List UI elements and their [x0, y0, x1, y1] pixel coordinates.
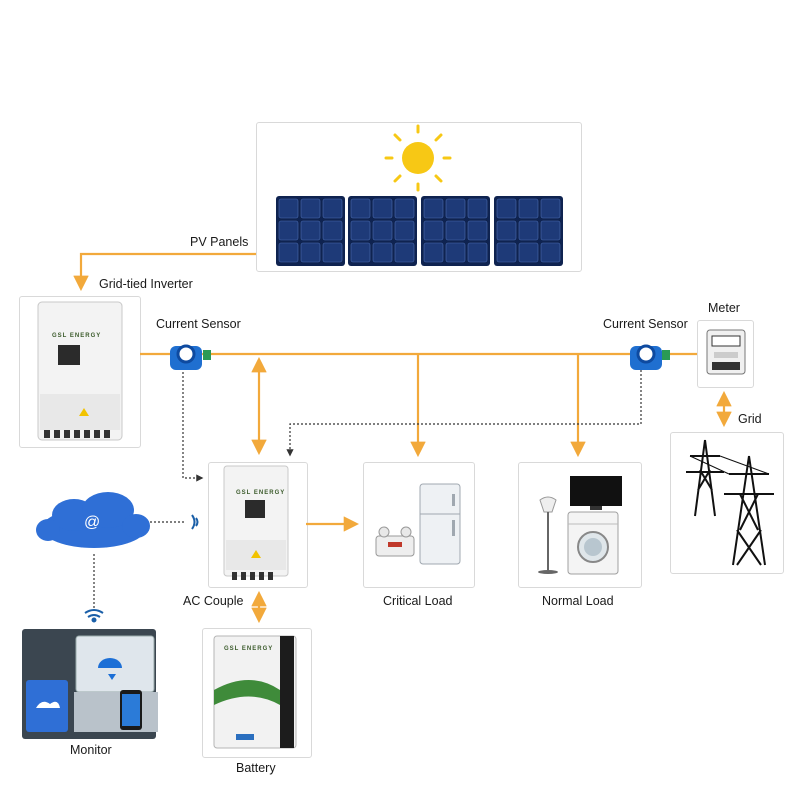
solar-panel-icon	[276, 196, 563, 266]
wifi-icon	[84, 609, 104, 623]
washing-machine-icon	[567, 511, 619, 575]
solar-cell	[445, 220, 466, 241]
solar-cell	[496, 220, 517, 241]
inverter-icon	[223, 465, 289, 580]
solar-cell	[322, 198, 343, 219]
solar-cell	[372, 242, 393, 263]
current-sensor-icon	[170, 344, 211, 370]
current-sensor-icon	[630, 344, 670, 370]
transmission-tower-icon	[686, 439, 774, 566]
solar-cell	[350, 242, 371, 263]
sun-icon	[384, 124, 452, 192]
monitor-label: Monitor	[70, 743, 112, 757]
meter-icon	[706, 329, 746, 375]
solar-cell	[467, 198, 488, 219]
current-sensor-left-label: Current Sensor	[156, 317, 241, 331]
meter-label: Meter	[708, 301, 740, 315]
solar-cell	[496, 198, 517, 219]
emergency-light-icon	[375, 526, 415, 557]
solar-cell	[540, 242, 561, 263]
tv-icon	[570, 476, 622, 510]
solar-cell	[445, 198, 466, 219]
solar-cell	[467, 242, 488, 263]
wifi-icon	[191, 514, 199, 530]
solar-cell	[423, 220, 444, 241]
solar-cell	[278, 242, 299, 263]
solar-cell	[394, 242, 415, 263]
ac-couple-brand: GSL ENERGY	[236, 490, 286, 496]
solar-cell	[394, 198, 415, 219]
grid-frame	[670, 432, 784, 574]
solar-cell	[496, 242, 517, 263]
solar-cell	[423, 242, 444, 263]
solar-cell	[372, 220, 393, 241]
tablet-icon	[26, 680, 68, 732]
solar-cell	[372, 198, 393, 219]
solar-cell	[467, 220, 488, 241]
grid-label: Grid	[738, 412, 762, 426]
pv-panels-label: PV Panels	[190, 235, 249, 249]
solar-cell	[350, 198, 371, 219]
solar-cell	[540, 198, 561, 219]
solar-cell	[322, 220, 343, 241]
solar-cell	[518, 198, 539, 219]
grid-tied-inverter-label: Grid-tied Inverter	[99, 277, 193, 291]
solar-cell	[278, 198, 299, 219]
floor-lamp-icon	[538, 496, 558, 574]
solar-cell	[350, 220, 371, 241]
solar-cell	[300, 198, 321, 219]
ac-couple-label: AC Couple	[183, 594, 244, 608]
solar-cell	[300, 242, 321, 263]
solar-cell	[518, 220, 539, 241]
cloud-icon	[36, 492, 150, 548]
phone-icon	[120, 690, 142, 730]
solar-cell	[540, 220, 561, 241]
inverter-brand: GSL ENERGY	[52, 333, 102, 339]
battery-brand: GSL ENERGY	[224, 646, 274, 652]
cloud-symbol: @	[84, 514, 101, 531]
current-sensor-right-label: Current Sensor	[603, 317, 688, 331]
solar-cell	[394, 220, 415, 241]
solar-cell	[423, 198, 444, 219]
normal-load-label: Normal Load	[542, 594, 614, 608]
solar-cell	[518, 242, 539, 263]
battery-label: Battery	[236, 761, 276, 775]
inverter-icon	[37, 301, 123, 441]
laptop-icon	[74, 635, 158, 732]
battery-icon	[213, 635, 297, 749]
solar-cell	[300, 220, 321, 241]
critical-load-label: Critical Load	[383, 594, 453, 608]
fridge-icon	[419, 483, 461, 565]
solar-cell	[278, 220, 299, 241]
solar-cell	[322, 242, 343, 263]
solar-cell	[445, 242, 466, 263]
